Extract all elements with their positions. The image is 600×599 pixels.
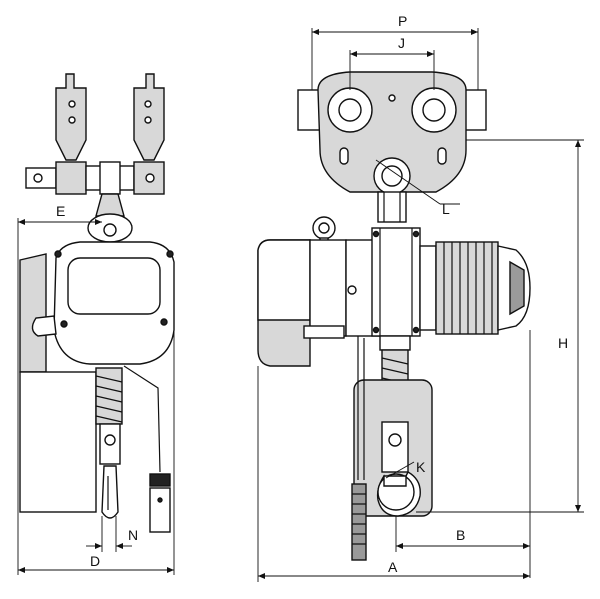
- dim-N: N: [86, 516, 138, 552]
- dim-B: B: [395, 330, 531, 578]
- side-trolley: [25, 73, 165, 243]
- label-L: L: [442, 201, 450, 217]
- label-N: N: [128, 527, 138, 543]
- motor: [419, 241, 531, 335]
- front-view: P J L H K: [257, 13, 584, 582]
- side-motor-cap: [19, 253, 47, 373]
- dim-E: E: [17, 203, 102, 575]
- dim-A: A: [257, 366, 530, 582]
- label-H: H: [558, 335, 568, 351]
- label-D: D: [90, 553, 100, 569]
- chain-container: [19, 371, 97, 513]
- label-J: J: [398, 35, 405, 51]
- label-E: E: [56, 203, 65, 219]
- controller-box: [257, 239, 311, 367]
- chain-slack: [351, 336, 367, 561]
- dim-J: J: [349, 35, 435, 90]
- pendant-cable: [123, 365, 171, 533]
- dim-D: D: [18, 330, 175, 575]
- dim-P: P: [311, 13, 479, 90]
- label-K: K: [416, 459, 426, 475]
- side-view: E D N: [17, 73, 175, 575]
- front-hook-assembly: [353, 335, 433, 517]
- dim-L: L: [375, 159, 460, 217]
- front-body: [303, 227, 421, 339]
- label-P: P: [398, 13, 407, 29]
- label-A: A: [388, 559, 398, 575]
- side-body: [31, 241, 175, 365]
- dim-K: K: [385, 459, 426, 479]
- side-hook-assembly: [95, 367, 123, 519]
- label-B: B: [456, 527, 465, 543]
- front-trolley: [297, 71, 487, 223]
- dim-H: H: [416, 139, 584, 513]
